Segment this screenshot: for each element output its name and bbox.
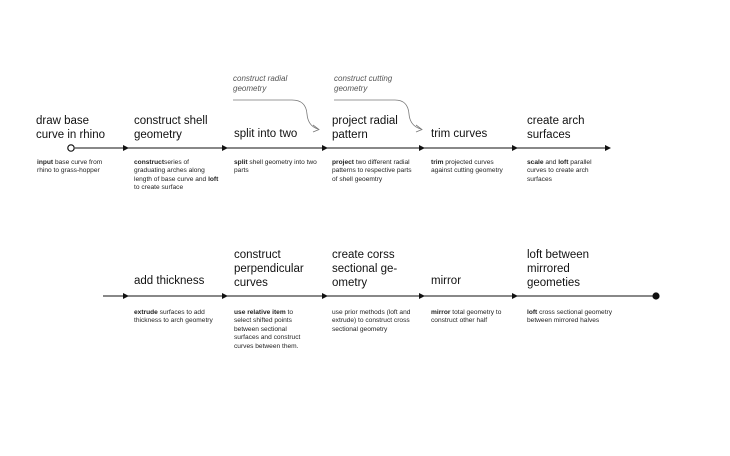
desc-keyword: input	[37, 159, 54, 166]
desc-text: to select shifted points between section…	[234, 309, 301, 350]
step-desc: use prior methods (loft and extrude) to …	[332, 309, 414, 334]
step-title-trim-curves: trim curves	[431, 128, 488, 140]
desc-keyword: loft	[208, 175, 219, 183]
step-title-cross-sectional: create corss sectional ge-ometry	[332, 249, 398, 289]
desc-text: total geometry to construct other half	[431, 309, 502, 325]
step-title-create-arch: create arch surfaces	[527, 115, 585, 141]
arrow-4	[419, 145, 425, 151]
desc-keyword: loft	[527, 309, 538, 316]
step-title-construct-perpendicular: construct perpendicular curves	[234, 249, 304, 289]
desc-keyword: scale	[527, 159, 544, 166]
step-desc: scale and loft parallel curves to create…	[527, 159, 605, 184]
arrow-3	[322, 145, 328, 151]
step-title-split: split into two	[234, 128, 298, 140]
desc-text: projected curves against cutting geometr…	[431, 159, 503, 175]
step-desc: split shell geometry into two parts	[234, 159, 318, 176]
desc-text: series of graduating arches along length…	[134, 159, 209, 183]
step-desc: use relative item to select shifted poin…	[234, 309, 310, 351]
desc-keyword: extrude	[134, 309, 158, 316]
annotation-construct-radial-geometry: construct radial geometry	[233, 74, 288, 93]
arrow-9	[419, 293, 425, 299]
step-desc: constructseries of graduating arches alo…	[134, 159, 220, 193]
step-desc: mirror total geometry to construct other…	[431, 309, 509, 326]
desc-keyword: loft	[558, 159, 569, 166]
annotation-arrowhead-1	[312, 124, 320, 133]
step-desc: extrude surfaces to add thickness to arc…	[134, 309, 218, 326]
annotation-connector-2	[334, 99, 422, 130]
desc-text: shell geometry into two parts	[234, 159, 317, 175]
start-node	[67, 144, 75, 152]
arrow-8	[322, 293, 328, 299]
step-desc: trim projected curves against cutting ge…	[431, 159, 509, 176]
arrow-1	[123, 145, 129, 151]
desc-text: surfaces to add thickness to arch geomet…	[134, 309, 213, 325]
desc-keyword: split	[234, 159, 248, 166]
step-title-mirror: mirror	[431, 275, 462, 287]
step-title-draw-base-curve: draw base curve in rhino	[36, 115, 106, 141]
annotation-construct-cutting-geometry: construct cutting geometry	[334, 74, 393, 93]
arrow-7	[222, 293, 228, 299]
step-desc: loft cross sectional geometry between mi…	[527, 309, 617, 326]
desc-keyword: mirror	[431, 309, 451, 316]
desc-text: base curve from rhino to grass-hopper	[37, 159, 103, 175]
step-title-add-thickness: add thickness	[134, 275, 205, 287]
end-node	[652, 292, 660, 300]
desc-text: to create surface	[134, 184, 184, 192]
step-title-project-radial: project radial pattern	[332, 115, 398, 141]
arrow-5	[512, 145, 518, 151]
desc-text: use prior methods (loft and extrude) to …	[332, 309, 411, 333]
arrow-2	[222, 145, 228, 151]
annotation-connector-1	[233, 99, 319, 130]
desc-text: cross sectional geometry between mirrore…	[527, 309, 613, 325]
desc-keyword: construct	[134, 159, 165, 166]
step-desc: project two different radial patterns to…	[332, 159, 416, 184]
desc-text: and	[543, 159, 559, 166]
desc-keyword: project	[332, 159, 354, 166]
step-desc: input base curve from rhino to grass-hop…	[37, 159, 113, 176]
step-title-loft-between: loft between mirrored geometies	[527, 249, 590, 289]
step-title-construct-shell: construct shell geometry	[134, 115, 208, 141]
desc-keyword: use relative item	[234, 309, 286, 316]
arrow-10	[512, 293, 518, 299]
annotation-arrowhead-2	[415, 124, 423, 133]
arrow-6	[123, 293, 129, 299]
desc-text: parallel curves to create arch surfaces	[527, 159, 592, 183]
desc-text: two different radial patterns to respect…	[332, 159, 412, 183]
arrow-end-row1	[605, 145, 611, 151]
desc-keyword: trim	[431, 159, 444, 166]
